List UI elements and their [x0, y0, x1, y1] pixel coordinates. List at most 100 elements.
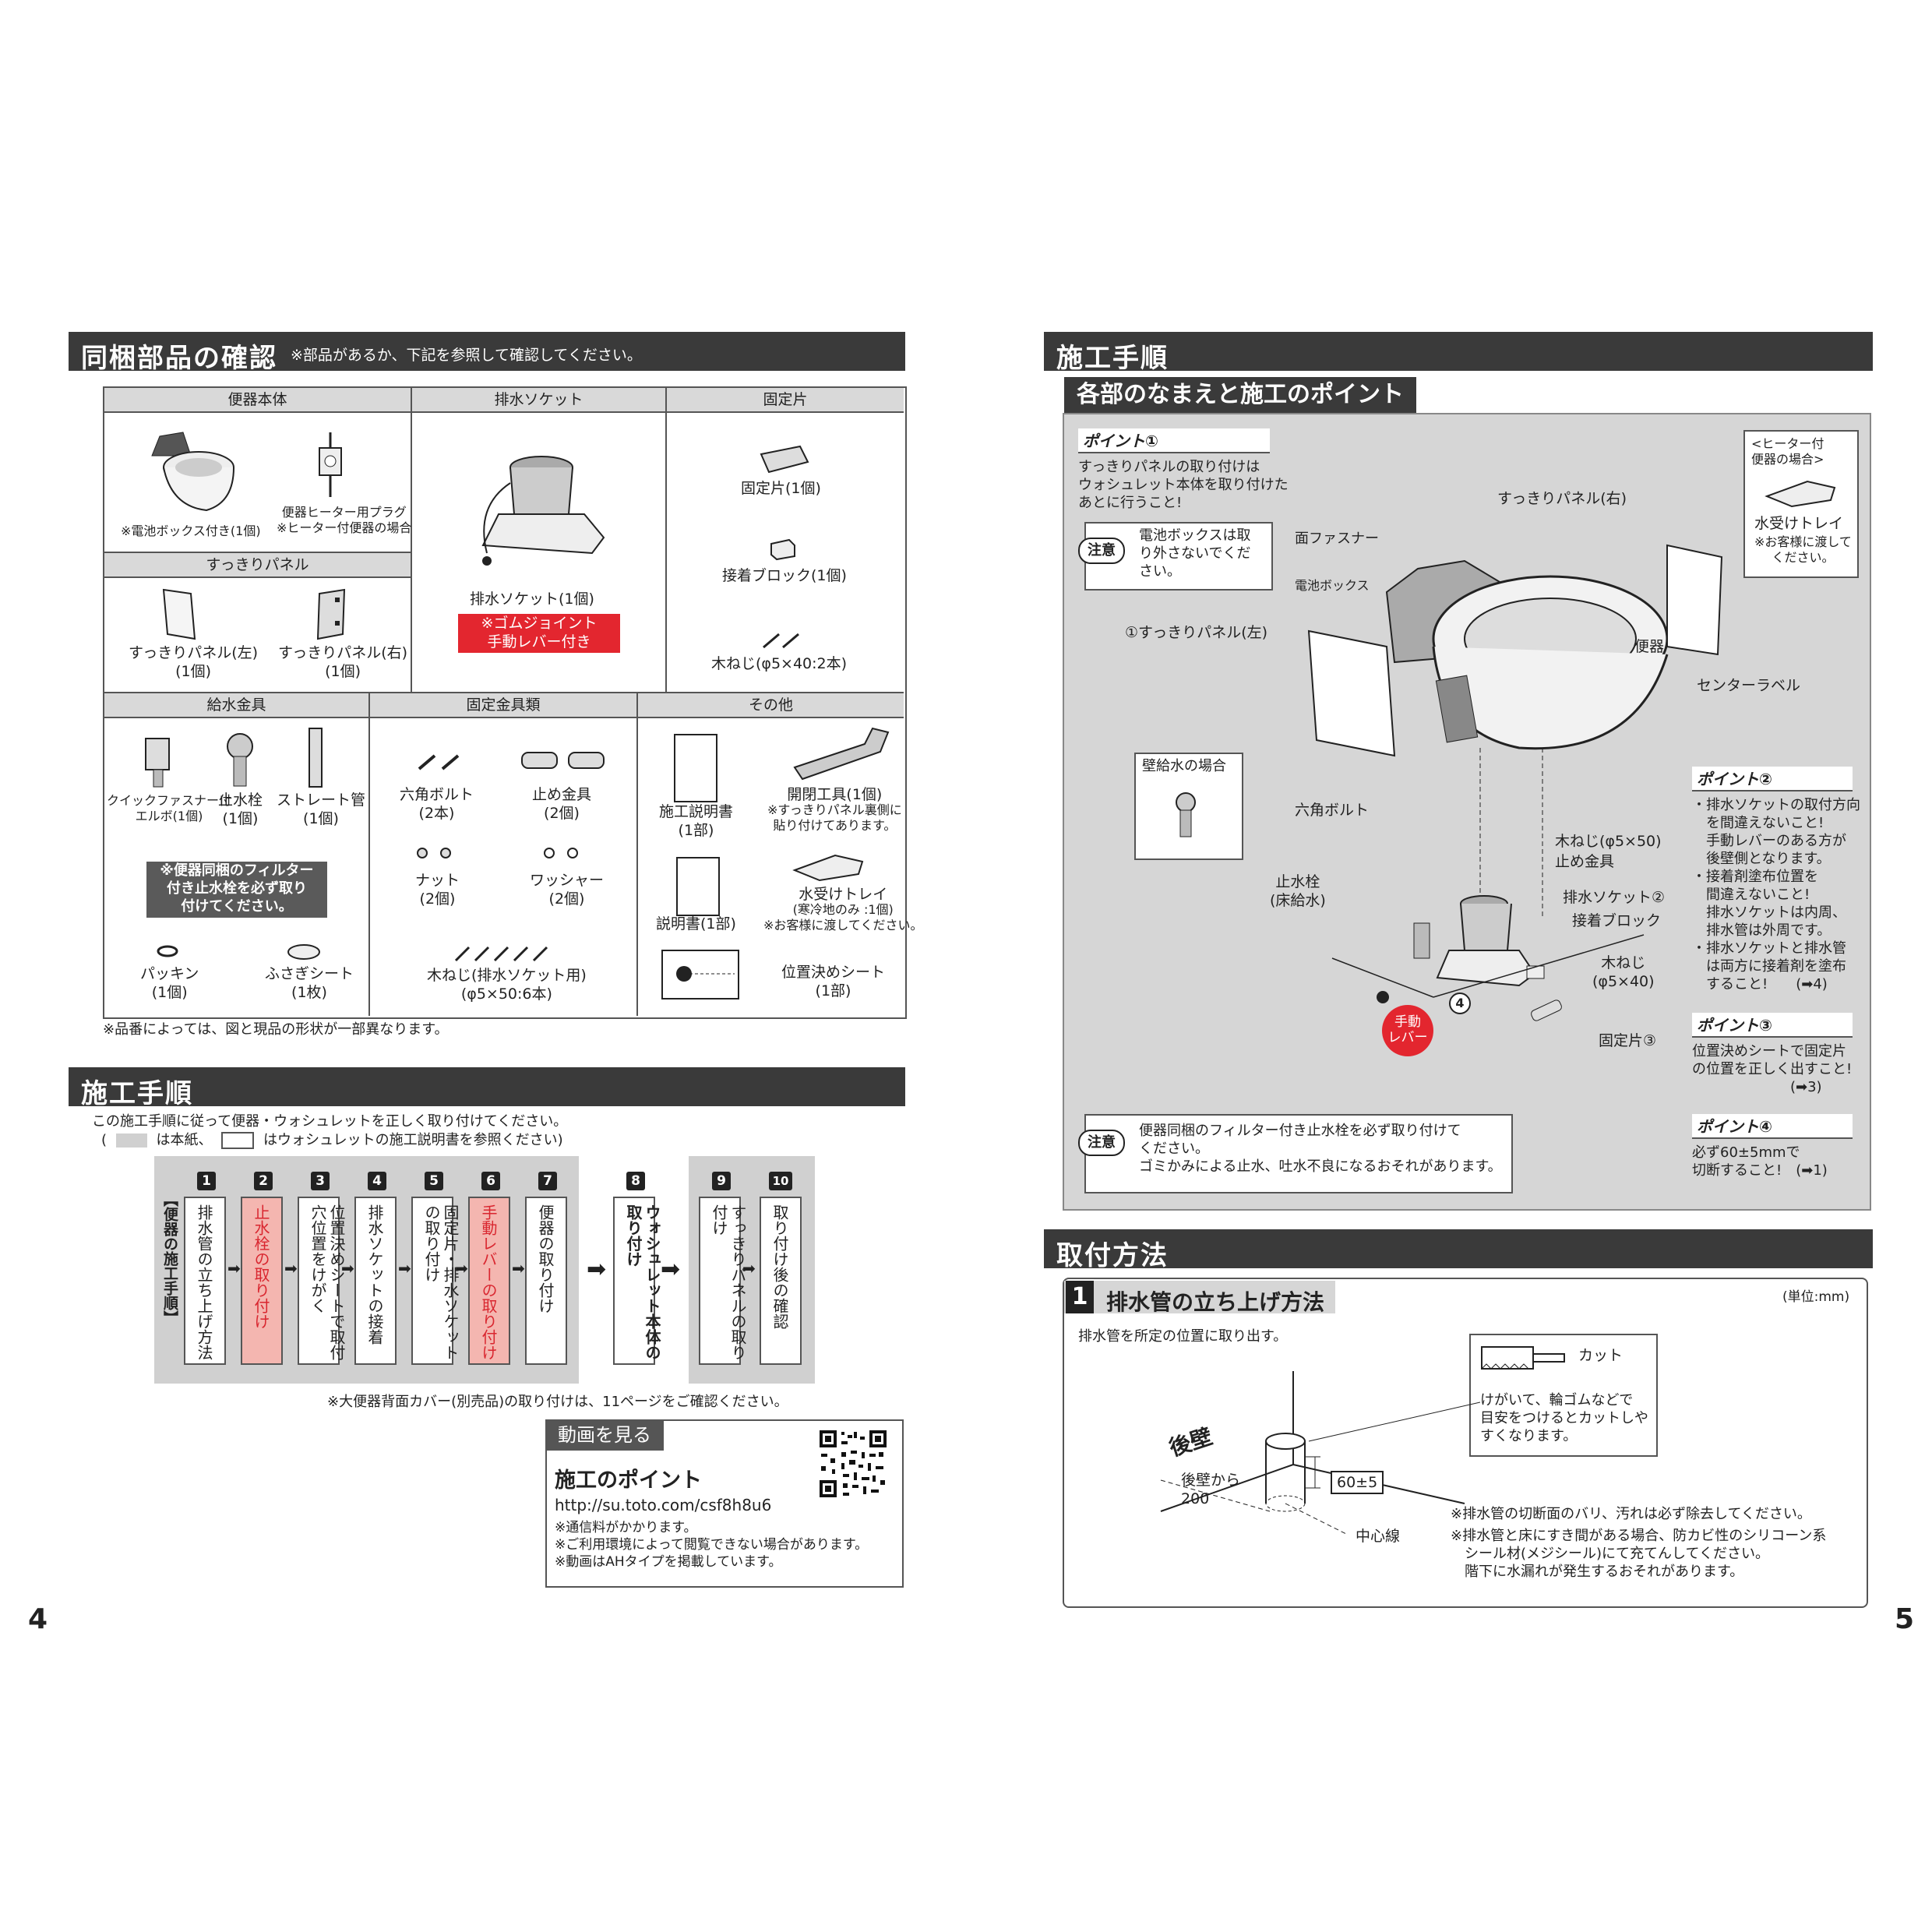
- divider: [104, 692, 904, 693]
- procedure-legend: ( は本紙、 はウォシュレットの施工説明書を参照ください): [101, 1132, 563, 1149]
- cut-label: カット: [1578, 1347, 1624, 1364]
- packing-label: パッキン (1個): [140, 965, 199, 1001]
- elbow-label: クイックファスナー付 エルボ(1個): [107, 793, 232, 823]
- heater-plug-label: 便器ヒーター用プラグ ※ヒーター付便器の場合: [277, 505, 412, 535]
- label-fastener: 面ファスナー: [1295, 531, 1379, 547]
- valve-label: 止水栓 (1個): [218, 791, 263, 827]
- cover-sheet-image: [287, 944, 320, 960]
- step-number: 1: [197, 1172, 216, 1190]
- step-number: 2: [254, 1172, 273, 1190]
- nut-label: ナット (2個): [415, 872, 460, 908]
- position-sheet-label: 位置決めシート (1部): [781, 964, 886, 999]
- fixing-piece-image: [760, 445, 809, 474]
- step-9[interactable]: すっきりパネルの取り付け: [699, 1197, 747, 1365]
- panel-left-label: すっきりパネル(左) (1個): [129, 644, 259, 680]
- step-arrow: ➡: [227, 1259, 241, 1278]
- label-stopper: 止め金具: [1555, 853, 1615, 870]
- opener-tool-label: 開閉工具(1個) ※すっきりパネル裏側に 貼り付けてあります。: [767, 786, 902, 833]
- label-hex-bolt: 六角ボルト: [1295, 802, 1370, 819]
- step-3[interactable]: 位置決めシートで取付穴位置をけがく: [298, 1197, 346, 1365]
- right-procedure-title: 施工手順: [1056, 343, 1169, 374]
- label-valve: 止水栓 (床給水): [1270, 873, 1326, 909]
- header-other: その他: [638, 693, 904, 718]
- qr-code[interactable]: [818, 1429, 888, 1499]
- step-5[interactable]: 固定片・排水ソケットの取り付け: [411, 1197, 460, 1365]
- step-8[interactable]: ウォシュレット本体の取り付け: [613, 1197, 661, 1365]
- divider: [636, 693, 638, 1016]
- step1-note1: ※排水管の切断面のバリ、汚れは必ず除去してください。: [1451, 1506, 1811, 1522]
- label-center: センターラベル: [1697, 677, 1801, 694]
- toilet-assembly-diagram: [1307, 544, 1723, 1021]
- packing-image: [157, 945, 178, 957]
- step-arrow: ➡: [742, 1259, 756, 1278]
- step-2[interactable]: 止水栓の取り付け: [241, 1197, 283, 1365]
- header-fixtures: 固定金具類: [370, 693, 636, 718]
- step-7[interactable]: 便器の取り付け: [525, 1197, 567, 1365]
- step-4[interactable]: 排水ソケットの接着: [354, 1197, 397, 1365]
- guide-image: [676, 857, 720, 916]
- position-sheet-image: [661, 950, 739, 999]
- panel-left-image: [162, 588, 196, 640]
- step-arrow: ➡: [341, 1259, 354, 1278]
- caution1-badge: 注意: [1078, 538, 1125, 564]
- valve-image: [227, 733, 253, 787]
- divider: [411, 388, 412, 692]
- step-arrow: ➡: [455, 1259, 468, 1278]
- right-procedure-header: 施工手順: [1044, 332, 1873, 374]
- step-arrow: ➡: [284, 1259, 298, 1278]
- cut-pipe-image: [1481, 1346, 1565, 1370]
- wall-supply-label: 壁給水の場合: [1142, 758, 1226, 774]
- names-title: 各部のなまえと施工のポイント: [1064, 377, 1416, 413]
- video-notes: ※通信料がかかります。 ※ご利用環境によって閲覧できない場合があります。 ※動画…: [555, 1520, 869, 1570]
- socket-screws-image: [454, 946, 548, 962]
- step-number: 10: [769, 1172, 792, 1190]
- drain-socket-image: [481, 456, 605, 566]
- legend-white-swatch: [221, 1132, 255, 1149]
- point2-title: ポイント②: [1692, 767, 1853, 791]
- procedure-intro: この施工手順に従って便器・ウォシュレットを正しく取り付けてください。: [92, 1113, 568, 1130]
- caution2-box: [1084, 1114, 1513, 1193]
- step-10[interactable]: 取り付け後の確認: [760, 1197, 802, 1365]
- cover-note: ※大便器背面カバー(別売品)の取り付けは、11ページをご確認ください。: [327, 1394, 788, 1410]
- step-number: 8: [626, 1172, 645, 1190]
- stopper-image: [521, 752, 605, 769]
- step-number: 7: [538, 1172, 557, 1190]
- step-number: 4: [368, 1172, 386, 1190]
- wood-screw-label: 木ねじ(φ5×40:2本): [711, 655, 848, 672]
- step1-title: 排水管の立ち上げ方法: [1106, 1289, 1325, 1315]
- step-number: 5: [425, 1172, 443, 1190]
- procedure-header: 施工手順: [69, 1067, 905, 1109]
- step1-title-bar: [1064, 1281, 1335, 1313]
- point3-text: 位置決めシートで固定片 の位置を正しく出すこと! (➡3): [1692, 1043, 1853, 1095]
- hex-bolt-label: 六角ボルト (2本): [400, 786, 474, 822]
- step-number: 6: [481, 1172, 500, 1190]
- point1-title: ポイント①: [1078, 428, 1270, 453]
- drain-pipe-diagram: [1160, 1371, 1480, 1535]
- straight-pipe-image: [308, 728, 323, 788]
- label-toilet: 便器: [1634, 638, 1665, 655]
- step4-marker: 4: [1449, 992, 1471, 1014]
- guide-label: 説明書(1部): [656, 915, 736, 933]
- label-fixing: 固定片③: [1599, 1032, 1657, 1049]
- header-drain-socket: 排水ソケット: [412, 388, 665, 413]
- step-number: 3: [311, 1172, 330, 1190]
- heater-tray-note: ※お客様に渡して ください。: [1754, 534, 1852, 565]
- manual-label: 施工説明書 (1部): [659, 803, 734, 839]
- wood-screw-image: [763, 633, 799, 649]
- caution1-text: 電池ボックスは取 り外さないでくだ さい。: [1139, 527, 1251, 580]
- video-link[interactable]: http://su.toto.com/csf8h8u6: [555, 1496, 772, 1514]
- step-1[interactable]: 排水管の立ち上げ方法: [184, 1197, 226, 1365]
- step1-panel: [1063, 1278, 1868, 1608]
- page-number-right: 5: [1895, 1603, 1915, 1635]
- drain-socket-note: ※ゴムジョイント 手動レバー付き: [458, 614, 620, 653]
- filter-valve-note: ※便器同梱のフィルター 付き止水栓を必ず取り 付けてください。: [146, 862, 327, 918]
- label-screw-40: 木ねじ (φ5×40): [1592, 954, 1655, 990]
- wall-supply-image: [1176, 792, 1196, 837]
- step-arrow: ➡: [587, 1256, 607, 1283]
- step-6[interactable]: 手動レバーの取り付け: [468, 1197, 510, 1365]
- hex-bolt-image: [418, 754, 460, 770]
- caution2-text: 便器同梱のフィルター付き止水栓を必ず取り付けて ください。 ゴミかみによる止水、…: [1139, 1123, 1502, 1175]
- video-tab: 動画を見る: [545, 1419, 664, 1451]
- water-tray-image: [792, 854, 864, 882]
- header-panel: すっきりパネル: [104, 552, 411, 578]
